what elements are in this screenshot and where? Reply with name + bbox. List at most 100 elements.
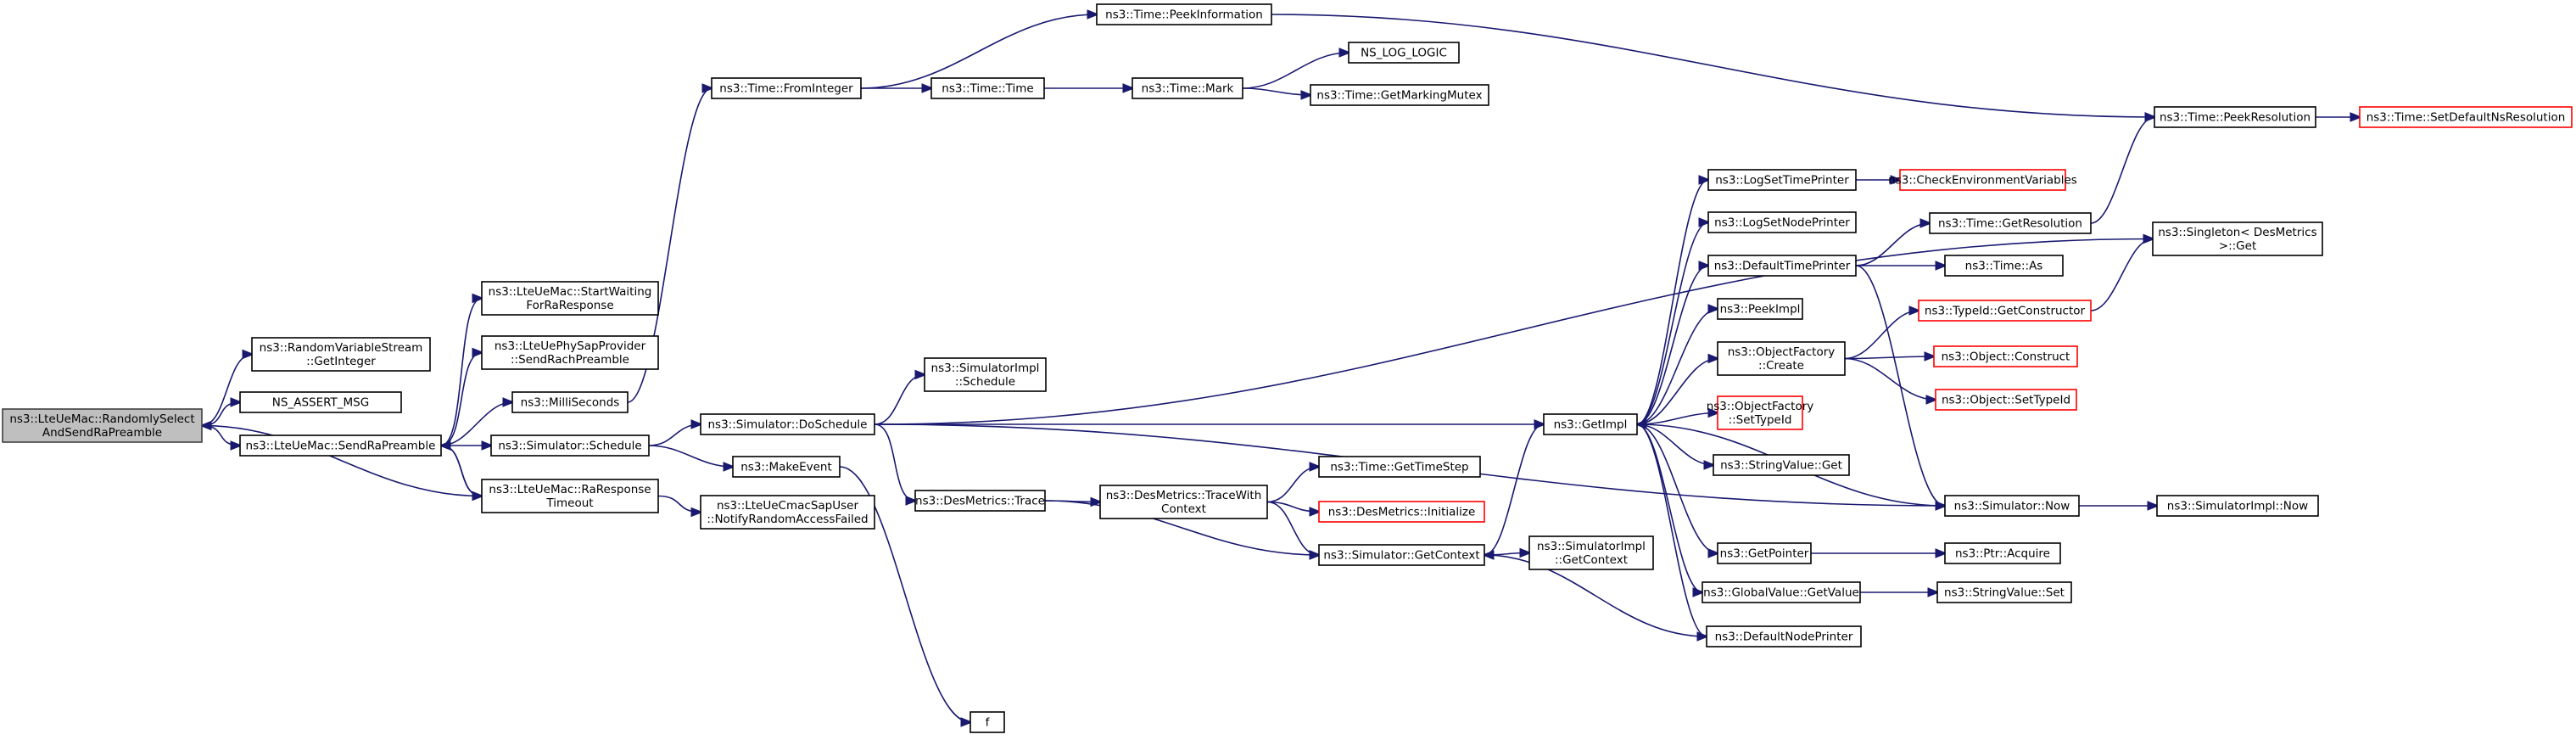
edge-path — [648, 445, 733, 467]
edge-path — [202, 426, 483, 497]
node-rach[interactable]: ns3::LteUePhySapProvider::SendRachPreamb… — [481, 335, 659, 370]
node-label: ns3::Time::GetTimeStep — [1330, 461, 1468, 474]
node-label: ns3::StringValue::Get — [1720, 459, 1842, 473]
node-label: ns3::LteUeMac::RaResponse — [489, 483, 651, 496]
node-peekres[interactable]: ns3::Time::PeekResolution — [2154, 106, 2316, 128]
node-setdefres[interactable]: ns3::Time::SetDefaultNsResolution — [2359, 106, 2573, 128]
node-getimpl[interactable]: ns3::GetImpl — [1543, 413, 1638, 435]
edge-path — [1636, 266, 1708, 425]
node-label: ns3::Time::SetDefaultNsResolution — [2366, 111, 2566, 125]
edge-tracewith-to-gettimestep — [1266, 467, 1319, 503]
edge-trace-to-getcontext — [1044, 500, 1319, 555]
node-dosched[interactable]: ns3::Simulator::DoSchedule — [700, 413, 875, 435]
edge-path — [860, 14, 1097, 89]
node-getres[interactable]: ns3::Time::GetResolution — [1929, 212, 2092, 234]
node-assert[interactable]: NS_ASSERT_MSG — [239, 391, 402, 413]
node-trace[interactable]: ns3::DesMetrics::Trace — [914, 490, 1046, 512]
node-label: ns3::Time::Mark — [1142, 82, 1234, 96]
node-desinit[interactable]: ns3::DesMetrics::Initialize — [1318, 501, 1485, 523]
node-objconstruct[interactable]: ns3::Object::Construct — [1933, 345, 2078, 367]
node-getcontext[interactable]: ns3::Simulator::GetContext — [1318, 544, 1485, 566]
node-gvget[interactable]: ns3::GlobalValue::GetValue — [1702, 581, 1861, 603]
node-nslog[interactable]: NS_LOG_LOGIC — [1348, 42, 1460, 64]
node-timeas[interactable]: ns3::Time::As — [1944, 255, 2064, 277]
node-simsched[interactable]: ns3::Simulator::Schedule — [490, 434, 650, 457]
node-peekinfo[interactable]: ns3::Time::PeekInformation — [1096, 3, 1272, 25]
node-label: ns3::LteUeCmacSapUser — [717, 499, 858, 513]
node-strget[interactable]: ns3::StringValue::Get — [1713, 454, 1850, 476]
node-label: ns3::Simulator::GetContext — [1323, 549, 1479, 563]
node-mutex[interactable]: ns3::Time::GetMarkingMutex — [1310, 84, 1489, 106]
edge-path — [2090, 239, 2153, 311]
node-simnow[interactable]: ns3::Simulator::Now — [1944, 495, 2080, 517]
node-label: ::SendRachPreamble — [511, 353, 629, 367]
node-gettimestep[interactable]: ns3::Time::GetTimeStep — [1318, 456, 1481, 478]
node-makeevent[interactable]: ns3::MakeEvent — [732, 456, 841, 478]
node-label: ns3::TypeId::GetConstructor — [1925, 305, 2086, 318]
node-label: ::Create — [1758, 359, 1804, 373]
node-box — [732, 456, 841, 478]
node-implnow[interactable]: ns3::SimulatorImpl::Now — [2156, 495, 2319, 517]
node-label: ns3::Object::SetTypeId — [1942, 394, 2070, 407]
node-label: ns3::Time::PeekResolution — [2160, 111, 2311, 125]
node-label: ns3::Simulator::DoSchedule — [708, 418, 868, 432]
node-label: ns3::DesMetrics::TraceWith — [1106, 489, 1262, 502]
node-getptr[interactable]: ns3::GetPointer — [1717, 542, 1812, 564]
edge-path — [1636, 359, 1718, 425]
node-singleton[interactable]: ns3::Singleton< DesMetrics>::Get — [2152, 221, 2323, 256]
edge-getimpl-to-defnode — [1636, 423, 1707, 636]
node-rvs[interactable]: ns3::RandomVariableStream::GetInteger — [251, 337, 431, 372]
node-implsched[interactable]: ns3::SimulatorImpl::Schedule — [924, 357, 1047, 392]
node-box — [490, 434, 650, 457]
node-label: ns3::Time::FromInteger — [719, 82, 853, 96]
edge-simsched-to-dosched — [648, 424, 701, 446]
node-lognode[interactable]: ns3::LogSetNodePrinter — [1707, 211, 1857, 233]
node-box — [2359, 106, 2573, 128]
node-milli[interactable]: ns3::MilliSeconds — [511, 391, 629, 413]
node-box — [1706, 625, 1862, 648]
node-mark[interactable]: ns3::Time::Mark — [1132, 77, 1243, 99]
node-notify[interactable]: ns3::LteUeCmacSapUser::NotifyRandomAcces… — [700, 495, 875, 530]
node-implgetcontext[interactable]: ns3::SimulatorImpl::GetContext — [1528, 535, 1654, 570]
node-objsettype[interactable]: ns3::Object::SetTypeId — [1935, 389, 2077, 411]
node-objfacset[interactable]: ns3::ObjectFactory::SetTypeId — [1707, 395, 1814, 430]
node-fromint[interactable]: ns3::Time::FromInteger — [711, 77, 862, 99]
node-getctor[interactable]: ns3::TypeId::GetConstructor — [1918, 300, 2092, 322]
node-box — [1935, 389, 2077, 411]
node-checkenv[interactable]: ns3::CheckEnvironmentVariables — [1888, 169, 2077, 191]
node-strset[interactable]: ns3::StringValue::Set — [1936, 581, 2072, 603]
node-box — [1132, 77, 1243, 99]
node-box — [481, 479, 659, 513]
node-box — [1936, 581, 2072, 603]
node-peekimpl[interactable]: ns3::PeekImpl — [1717, 298, 1803, 320]
edge-path — [441, 446, 483, 497]
edge-path — [1484, 555, 1707, 637]
node-sendra[interactable]: ns3::LteUeMac::SendRaPreamble — [239, 434, 442, 457]
edge-getctor-to-singleton — [2090, 239, 2153, 311]
node-label: AndSendRaPreamble — [42, 426, 162, 440]
node-objfac[interactable]: ns3::ObjectFactory::Create — [1717, 341, 1846, 376]
node-defnode[interactable]: ns3::DefaultNodePrinter — [1706, 625, 1862, 648]
node-box — [481, 335, 659, 370]
node-label: ns3::Time::Time — [942, 82, 1033, 96]
edge-path — [1636, 309, 1718, 425]
node-deftime[interactable]: ns3::DefaultTimePrinter — [1707, 255, 1857, 277]
node-logtime[interactable]: ns3::LogSetTimePrinter — [1707, 169, 1857, 191]
node-timetime[interactable]: ns3::Time::Time — [930, 77, 1045, 99]
node-ptracq[interactable]: ns3::Ptr::Acquire — [1944, 542, 2061, 564]
node-box — [1918, 300, 2092, 322]
node-box — [1310, 84, 1489, 106]
edge-path — [1242, 53, 1349, 89]
edge-path — [1484, 424, 1544, 556]
edge-path — [1044, 500, 1319, 555]
node-root[interactable]: ns3::LteUeMac::RandomlySelectAndSendRaPr… — [2, 408, 203, 443]
node-label: ns3::Simulator::Schedule — [498, 440, 641, 453]
edge-dosched-to-implsched — [874, 375, 925, 425]
node-box — [2154, 106, 2316, 128]
node-f[interactable]: f — [969, 711, 1005, 733]
edge-getcontext-to-getimpl — [1484, 424, 1544, 556]
edge-path — [1844, 311, 1919, 360]
